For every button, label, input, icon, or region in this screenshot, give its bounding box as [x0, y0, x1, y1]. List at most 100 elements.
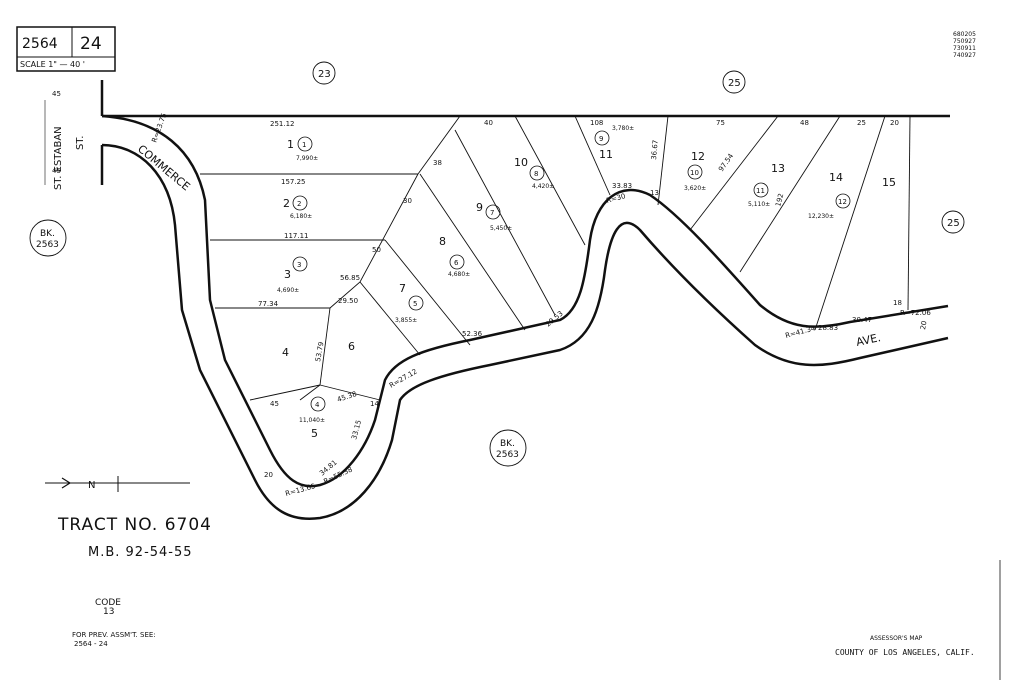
street-labels: ST. ESTABAN ST. COMMERCE AVE. 45 45: [52, 90, 882, 349]
lot-number: 15: [882, 176, 896, 189]
street-label-ave: AVE.: [855, 331, 882, 349]
parcel-area: 3,780±: [612, 125, 634, 132]
parcel-number: 10: [690, 169, 699, 177]
dim-77: 77.34: [258, 300, 279, 308]
parcel-area: 5,450±: [490, 225, 512, 232]
lot-number: 10: [514, 156, 528, 169]
prev-assmt-line1: FOR PREV. ASSM'T. SEE:: [72, 631, 156, 639]
dim-108: 108: [590, 119, 603, 127]
dim-48: 48: [800, 119, 809, 127]
dim-3315: 33.15: [350, 419, 363, 440]
lot-number: 4: [282, 346, 289, 359]
street-label-st: ST.: [75, 136, 86, 150]
parcel-area: 4,680±: [448, 271, 470, 278]
parcel-number: 5: [413, 300, 417, 308]
scale-label: SCALE 1" — 40 ': [20, 60, 85, 69]
dimension-labels: 251.12 157.25 117.11 77.34 40 108 75 48 …: [150, 112, 931, 498]
adjacent-page-23: 23: [318, 69, 331, 80]
footer: ASSESSOR'S MAP COUNTY OF LOS ANGELES, CA…: [835, 635, 975, 657]
dim-117: 117.11: [284, 232, 309, 240]
dim-50: 50: [372, 246, 381, 254]
dim-45: 45: [270, 400, 279, 408]
lot-number: 13: [771, 162, 785, 175]
footer-assessors-map: ASSESSOR'S MAP: [870, 635, 923, 642]
dim-5379: 53.79: [314, 341, 325, 362]
lot-number: 9: [476, 201, 483, 214]
parcel-area: 5,110±: [748, 201, 770, 208]
dim-5685: 56.85: [340, 274, 360, 282]
parcel-number: 11: [756, 187, 765, 195]
adjacent-book-center-line2: 2563: [496, 450, 519, 460]
lot-number: 14: [829, 171, 843, 184]
header-box: 2564 24 SCALE 1" — 40 ': [16, 26, 116, 72]
tract-name: TRACT NO. 6704: [57, 515, 212, 535]
lot-number: 5: [311, 427, 318, 440]
dim-25: 25: [857, 119, 866, 127]
lot-number: 2: [283, 197, 290, 210]
dim-2950: 29.50: [338, 297, 358, 305]
parcel-number: 3: [297, 261, 301, 269]
lot-number: 11: [599, 148, 613, 161]
parcel-number: 7: [490, 209, 494, 217]
dim-5236: 52.36: [462, 330, 483, 338]
tract-map-book: M.B. 92-54-55: [88, 545, 193, 560]
adjacent-page-25-top: 25: [728, 78, 741, 89]
lot-lines: [200, 115, 911, 401]
dim-3383: 33.83: [612, 182, 632, 190]
commerce-ave-inner-edge: [101, 114, 949, 488]
street-width-45-top: 45: [52, 90, 61, 98]
radius-7206: R=72.06: [900, 309, 931, 317]
parcel-number: 12: [838, 198, 847, 206]
page-number: 24: [80, 34, 102, 54]
lot-number: 12: [691, 150, 705, 163]
street-label-st-estaban: ST. ESTABAN: [53, 126, 64, 190]
dim-13: 13: [650, 189, 659, 197]
parcel-number: 4: [315, 401, 320, 409]
radius-30: R=30: [605, 192, 626, 205]
dim-14: 14: [370, 400, 379, 408]
adjacent-book-center-line1: BK.: [500, 439, 515, 449]
dim-157: 157.25: [281, 178, 306, 186]
parcel-area: 3,620±: [684, 185, 706, 192]
north-arrow: N: [45, 476, 190, 492]
prev-assmt: FOR PREV. ASSM'T. SEE: 2564 - 24: [72, 631, 156, 648]
lot-number: 7: [399, 282, 406, 295]
parcel-area: 4,690±: [277, 287, 299, 294]
footer-county: COUNTY OF LOS ANGELES, CALIF.: [835, 648, 975, 657]
parcel-number: 1: [302, 141, 306, 149]
parcel-number: 6: [454, 259, 459, 267]
lot-number: 3: [284, 268, 291, 281]
parcel-number: 9: [599, 135, 603, 143]
north-arrow-label: N: [88, 480, 95, 491]
dim-4538: 45.38: [336, 390, 358, 404]
lot-number: 1: [287, 138, 294, 151]
dim-75: 75: [716, 119, 725, 127]
adjacent-page-refs: 23 25 25 BK. 2563 BK. 2563: [29, 61, 965, 467]
parcel-area: 11,040±: [299, 417, 325, 424]
adjacent-book-left-line1: BK.: [40, 229, 55, 239]
commerce-ave-outer-edge: [101, 143, 949, 520]
dim-30: 30: [403, 197, 412, 205]
lot-labels: 1 1 7,990± 2 2 6,180± 3 3 4,690± 4 4 11,…: [277, 125, 896, 440]
dim-192: 192: [774, 193, 785, 208]
code-value: 13: [103, 607, 114, 617]
lot-number: 6: [348, 340, 355, 353]
adjacent-page-25-right: 25: [947, 218, 960, 229]
parcel-area: 12,230±: [808, 213, 834, 220]
parcel-area: 3,855±: [395, 317, 417, 324]
dim-20: 20: [890, 119, 899, 127]
code-block: CODE 13: [95, 598, 121, 617]
parcel-number: 8: [534, 170, 538, 178]
dim-20b: 20: [919, 320, 928, 330]
dim-18: 18: [893, 299, 902, 307]
revision-code: 680205: [953, 31, 976, 38]
code-label: CODE: [95, 598, 121, 608]
dim-38: 38: [433, 159, 442, 167]
prev-assmt-line2: 2564 - 24: [74, 640, 108, 648]
revision-codes: 680205 750927 730911 740927: [953, 31, 976, 59]
tract-info: TRACT NO. 6704 M.B. 92-54-55: [57, 515, 212, 560]
parcel-area: 4,420±: [532, 183, 554, 190]
revision-code: 750927: [953, 38, 976, 45]
dim-251: 251.12: [270, 120, 295, 128]
